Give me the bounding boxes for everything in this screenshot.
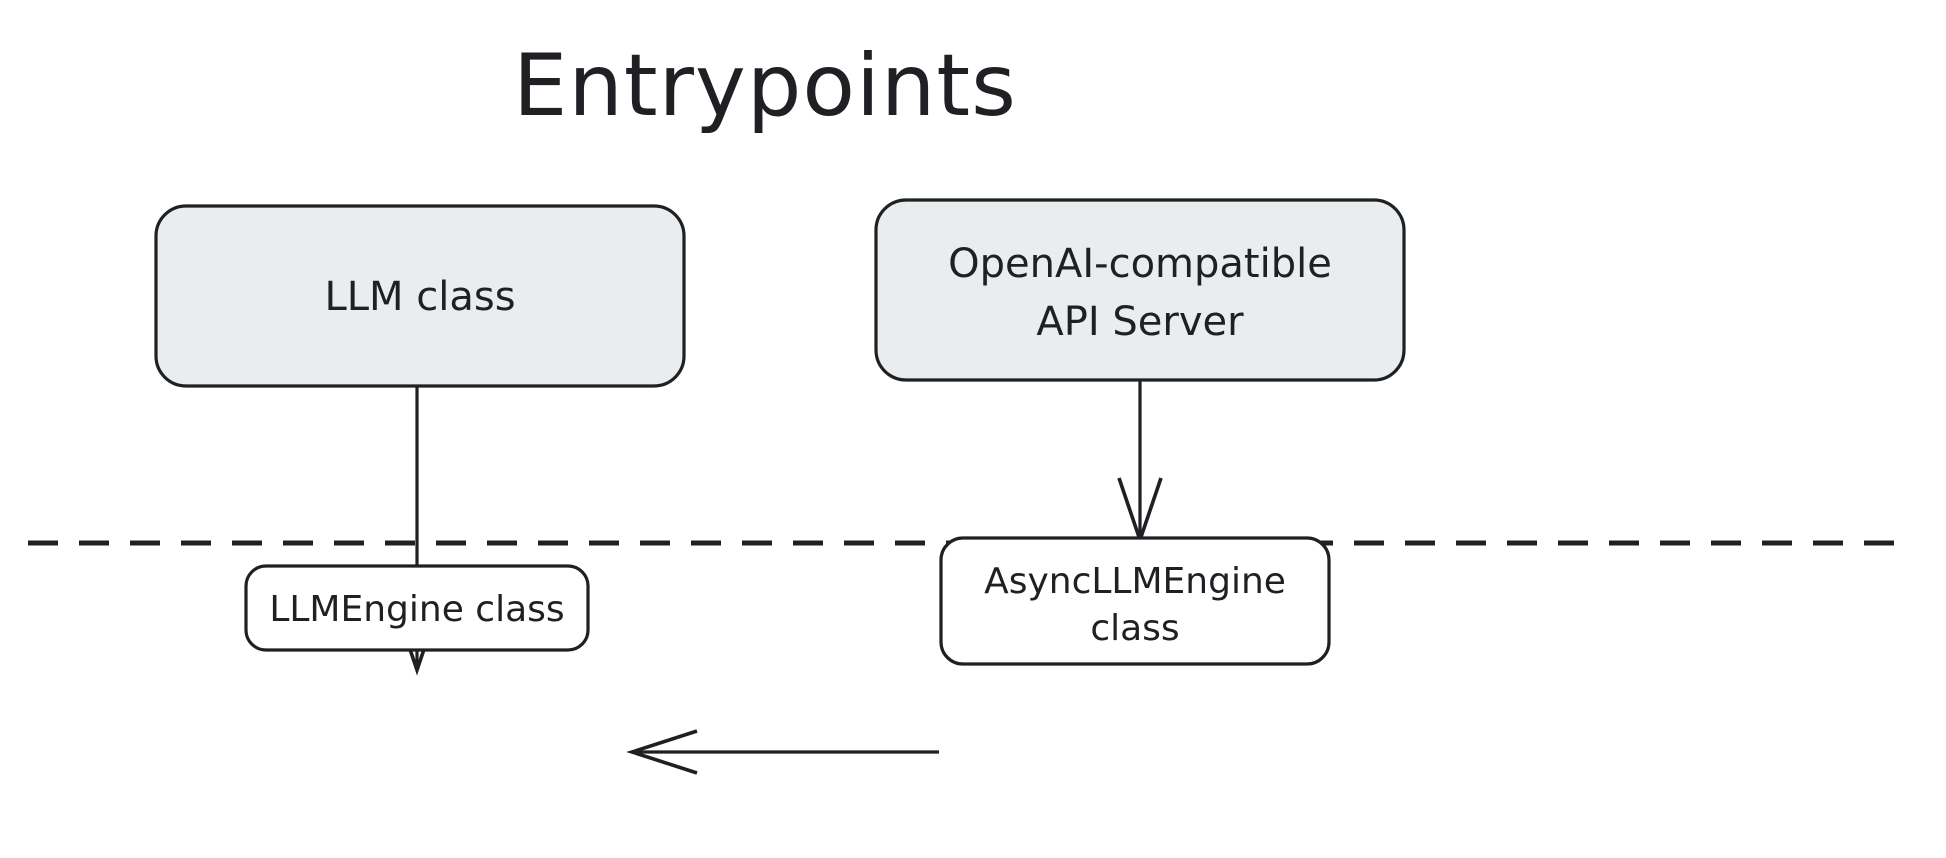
- node-llmengine-class[interactable]: LLMEngine class: [244, 564, 590, 652]
- node-asyncllmengine-class[interactable]: AsyncLLMEngine class: [939, 536, 1331, 666]
- node-llm-class-border: [154, 204, 686, 388]
- node-llm-class-background: [156, 206, 684, 386]
- node-llm-class-label: LLM class: [324, 274, 515, 320]
- node-openai-api-server-background: [876, 200, 1404, 380]
- node-asyncllmengine-class-label-line2: class: [1090, 608, 1179, 649]
- node-asyncllmengine-class-label-line1: AsyncLLMEngine: [984, 561, 1286, 602]
- edge-apiserver-to-asyncllmengine: [1117, 381, 1163, 546]
- edge-asyncllmengine-to-llmengine: [626, 729, 939, 775]
- edge-asyncllmengine-to-llmengine-arrowhead-icon: [626, 729, 698, 775]
- node-llmengine-class-border: [244, 564, 590, 652]
- page-title: Entrypoints: [513, 36, 1017, 136]
- node-openai-api-server-label-line2: API Server: [1036, 299, 1244, 345]
- node-llmengine-class-label: LLMEngine class: [269, 589, 564, 630]
- node-llm-class[interactable]: LLM class: [154, 204, 686, 388]
- node-llmengine-class-background: [246, 566, 588, 650]
- node-openai-api-server-border: [874, 198, 1406, 382]
- node-openai-api-server[interactable]: OpenAI-compatible API Server: [874, 198, 1406, 382]
- node-openai-api-server-label-line1: OpenAI-compatible: [948, 241, 1332, 287]
- node-asyncllmengine-class-border: [939, 536, 1331, 666]
- node-asyncllmengine-class-background: [941, 538, 1329, 664]
